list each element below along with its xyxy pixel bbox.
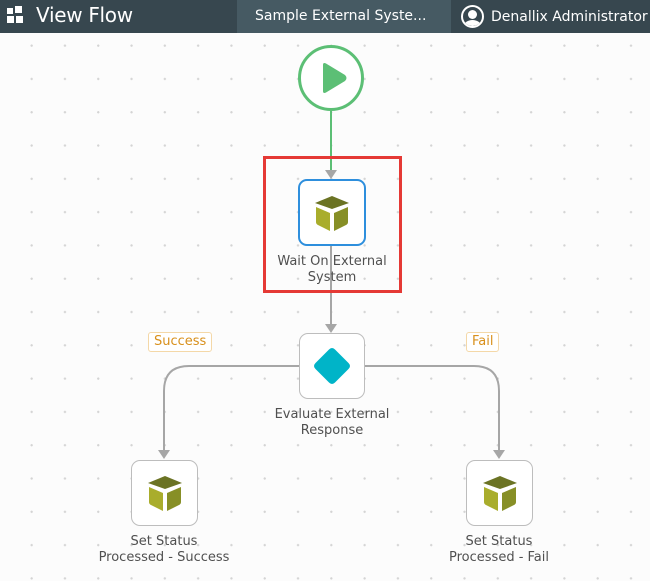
node-set-status-fail[interactable] — [466, 460, 533, 526]
edge-arrowhead — [158, 450, 170, 459]
decision-diamond-icon — [314, 348, 350, 384]
node-evaluate-external-response[interactable] — [299, 333, 365, 399]
package-cube-icon — [315, 195, 349, 231]
tab-sample-external-system[interactable]: Sample External Syste... — [237, 0, 451, 33]
package-cube-icon — [482, 476, 517, 511]
highlight-box — [263, 156, 402, 293]
grid-icon — [7, 6, 25, 24]
node-label-success: Set Status Processed - Success — [98, 534, 230, 565]
branch-label-success: Success — [148, 332, 213, 352]
edge-arrowhead — [493, 450, 505, 459]
user-menu[interactable]: Denallix Administrator — [461, 0, 648, 33]
user-name: Denallix Administrator — [491, 8, 648, 25]
user-avatar-icon — [461, 5, 484, 28]
app-title: View Flow — [36, 3, 133, 27]
play-icon — [323, 63, 347, 93]
package-cube-icon — [147, 476, 182, 511]
node-label-fail: Set Status Processed - Fail — [449, 534, 549, 565]
node-set-status-success[interactable] — [131, 460, 198, 526]
edge-evaluate-to-success — [163, 365, 299, 452]
start-node[interactable] — [298, 45, 364, 111]
flow-canvas[interactable] — [0, 33, 650, 581]
edge-evaluate-to-fail — [365, 365, 500, 452]
node-label-wait: Wait On External System — [277, 254, 387, 285]
node-wait-on-external-system[interactable] — [298, 179, 366, 246]
branch-label-fail: Fail — [466, 332, 500, 352]
node-label-evaluate: Evaluate External Response — [274, 407, 390, 438]
edge-arrowhead — [325, 170, 337, 179]
top-bar: View Flow Sample External Syste... Denal… — [0, 0, 650, 33]
edge-arrowhead — [325, 324, 337, 333]
